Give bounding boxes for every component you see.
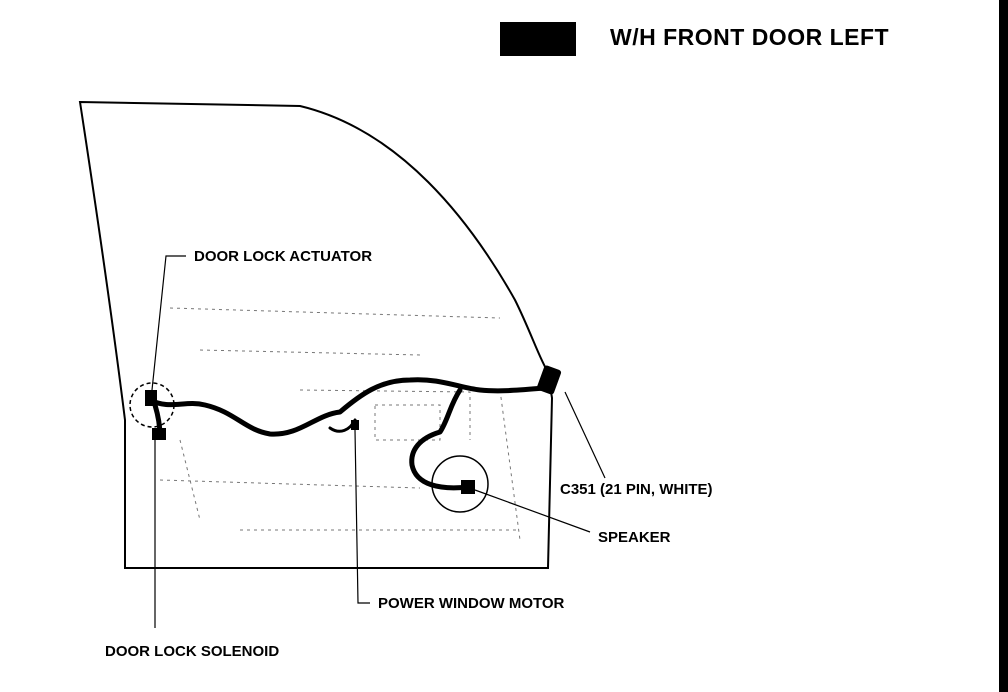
speaker-connector (461, 480, 475, 494)
door-lock-actuator-circle (129, 382, 175, 428)
label-door-lock-solenoid: DOOR LOCK SOLENOID (105, 643, 279, 660)
label-c351: C351 (21 PIN, WHITE) (560, 481, 713, 498)
title-marker-block (500, 22, 576, 56)
page-title: W/H FRONT DOOR LEFT (610, 24, 890, 50)
door-inner-details (159, 307, 521, 541)
c351-connector (536, 365, 562, 395)
label-power-window-motor: POWER WINDOW MOTOR (378, 595, 565, 612)
right-edge-bar (999, 0, 1008, 692)
leader-lines (151, 255, 606, 628)
label-speaker: SPEAKER (598, 529, 671, 546)
door-lock-actuator-connector (145, 390, 157, 406)
power-window-motor-connector (351, 420, 359, 430)
label-door-lock-actuator: DOOR LOCK ACTUATOR (194, 248, 372, 265)
door-lock-solenoid-connector (152, 428, 166, 440)
speaker-circle (431, 455, 489, 513)
door-panel-outline (78, 100, 554, 569)
